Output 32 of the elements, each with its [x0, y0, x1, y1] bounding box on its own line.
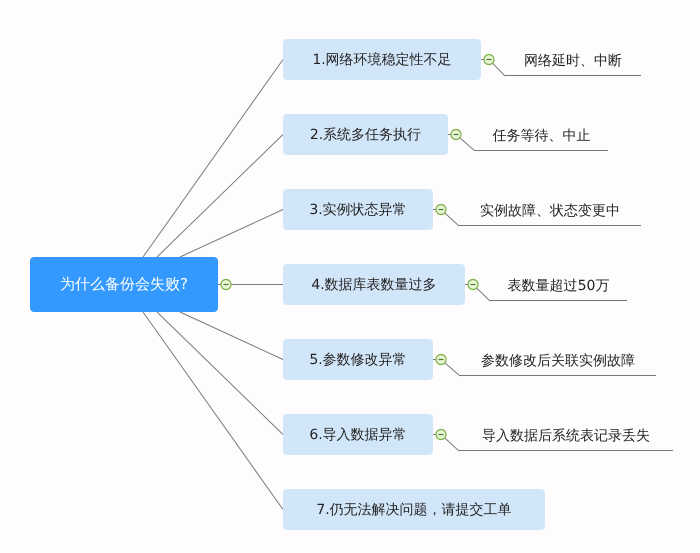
topic-text: 5.参数修改异常	[309, 350, 407, 368]
connector-line	[432, 209, 460, 226]
central-topic	[30, 257, 218, 312]
topic-text: 实例故障、状态变更中	[480, 202, 620, 220]
topic-box	[283, 39, 481, 80]
connector-line	[156, 134, 284, 258]
topic-box	[283, 339, 433, 380]
connector-line	[180, 312, 284, 360]
topic-box	[283, 189, 433, 230]
topic-text: 导入数据后系统表记录丢失	[482, 427, 650, 445]
topic-text: 7.仍无法解决问题，请提交工单	[316, 500, 512, 518]
topic-text: 表数量超过50万	[508, 277, 610, 295]
topic-text: 3.实例状态异常	[309, 200, 407, 218]
topic-text: 任务等待、中止	[492, 127, 590, 145]
topic-text: 网络延时、中断	[524, 52, 622, 70]
topic-box	[283, 489, 545, 530]
topic-text: 1.网络环境稳定性不足	[312, 50, 452, 68]
connector-line	[156, 312, 284, 435]
topic-text: 2.系统多任务执行	[310, 126, 422, 144]
connector-line	[180, 209, 284, 258]
topic-text: 4.数据库表数量过多	[311, 276, 437, 294]
connector-line	[432, 434, 460, 452]
topic-text: 6.导入数据异常	[309, 426, 407, 444]
topic-box	[283, 414, 433, 455]
topic-box	[283, 264, 465, 305]
topic-text: 参数修改后关联实例故障	[481, 352, 635, 370]
topic-text: 为什么备份会失败?	[60, 275, 188, 294]
connector-line	[480, 59, 506, 76]
topic-box	[283, 114, 448, 155]
connector-line	[142, 59, 284, 258]
connector-line	[142, 312, 284, 510]
connector-line	[218, 284, 284, 285]
